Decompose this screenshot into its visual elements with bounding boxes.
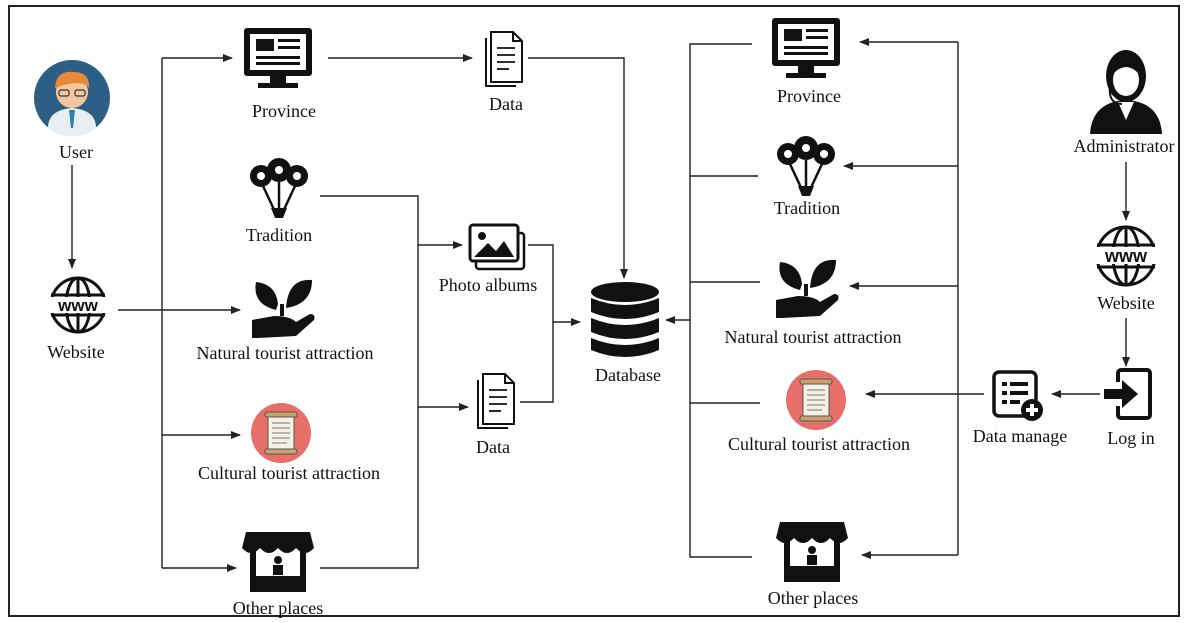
flowers-icon-left (250, 158, 308, 218)
svg-text:www: www (57, 296, 98, 315)
edge-tradition-collector (320, 195, 419, 569)
database-label: Database (595, 365, 661, 385)
database-icon (591, 282, 659, 357)
right-cultural-label: Cultural tourist attraction (728, 434, 910, 454)
photo-album-icon (468, 223, 526, 271)
log-in-label: Log in (1107, 428, 1155, 448)
data-manage-icon (992, 370, 1043, 421)
www-globe-icon-left: www (48, 276, 108, 334)
left-other-label: Other places (232, 598, 324, 618)
photo-albums-label: Photo albums (438, 275, 538, 295)
right-other-label: Other places (767, 588, 859, 608)
user-label: User (59, 142, 93, 162)
edge-photo-database (528, 244, 581, 326)
monitor-icon-right (772, 18, 840, 78)
hand-plant-icon-left (252, 279, 315, 338)
left-cultural-label: Cultural tourist attraction (198, 463, 380, 483)
data-top-label: Data (489, 94, 523, 114)
right-trunk (689, 43, 752, 558)
scroll-icon-left (251, 403, 311, 463)
market-stall-icon-left (242, 532, 314, 592)
right-tradition-label: Tradition (773, 198, 841, 218)
market-stall-icon-right (776, 522, 848, 582)
hand-plant-icon-right (776, 259, 839, 318)
administrator-icon (1090, 50, 1162, 134)
administrator-label: Administrator (1073, 136, 1175, 156)
log-in-icon (1104, 368, 1152, 420)
left-website-label: Website (47, 342, 105, 362)
right-natural-label: Natural tourist attraction (724, 327, 902, 347)
svg-text:www: www (1104, 246, 1148, 266)
www-globe-icon-right: www (1094, 225, 1158, 287)
document-icon-bottom (477, 373, 515, 429)
left-natural-label: Natural tourist attraction (196, 343, 374, 363)
scroll-icon-right (786, 370, 846, 430)
edge-data-database (528, 57, 628, 279)
right-province-label: Province (777, 86, 841, 106)
data-manage-label: Data manage (972, 426, 1068, 446)
edge-data-database-bottom (520, 322, 554, 403)
right-website-label: Website (1097, 293, 1155, 313)
document-icon-top (485, 31, 523, 87)
user-avatar-icon (34, 60, 110, 137)
flowers-icon-right (777, 136, 835, 196)
left-tradition-label: Tradition (245, 225, 313, 245)
left-province-label: Province (252, 101, 316, 121)
data-bottom-label: Data (476, 437, 510, 457)
monitor-icon-left (244, 28, 312, 88)
